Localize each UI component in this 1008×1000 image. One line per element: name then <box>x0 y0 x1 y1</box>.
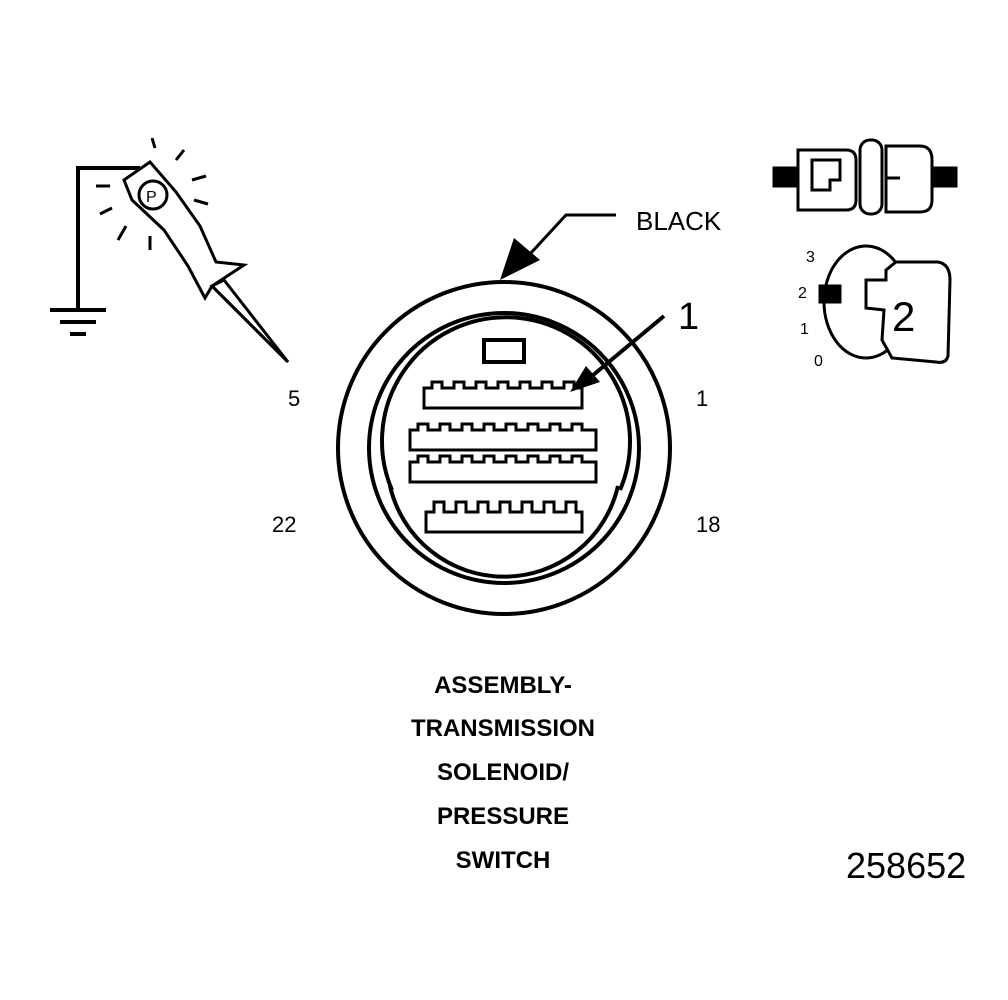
component-caption-line-3: SOLENOID/ <box>436 759 569 786</box>
pin-label-bottom-right: 18 <box>696 512 721 537</box>
key-position-2: 2 <box>798 285 807 302</box>
key-position-3: 3 <box>806 249 815 266</box>
transmission-connector-face <box>336 280 672 616</box>
component-caption-line-5: SWITCH <box>455 847 551 874</box>
pin-label-bottom-left: 22 <box>272 512 297 537</box>
callout-pointer <box>570 314 666 392</box>
wire-color-label: BLACK <box>636 206 722 236</box>
key-position-1: 1 <box>800 321 809 338</box>
figure-id: 258652 <box>846 845 967 886</box>
disconnected-connector-icon <box>772 138 958 216</box>
callout-number: 1 <box>678 296 700 338</box>
test-lamp-icon: P <box>96 137 290 364</box>
pin-label-top-left: 5 <box>288 386 301 411</box>
component-caption-line-4: PRESSURE <box>436 803 570 830</box>
ignition-key-icon <box>818 244 952 364</box>
svg-text:P: P <box>146 189 157 206</box>
component-caption-line-1: ASSEMBLY- <box>434 672 572 699</box>
ignition-step-number: 2 <box>892 293 916 340</box>
pin-label-top-right: 1 <box>696 386 709 411</box>
key-position-0: 0 <box>814 353 823 370</box>
pin-rows <box>408 380 598 534</box>
component-caption-line-2: TRANSMISSION <box>410 715 595 742</box>
wire-color-pointer <box>500 213 616 280</box>
ground-icon <box>50 166 140 336</box>
